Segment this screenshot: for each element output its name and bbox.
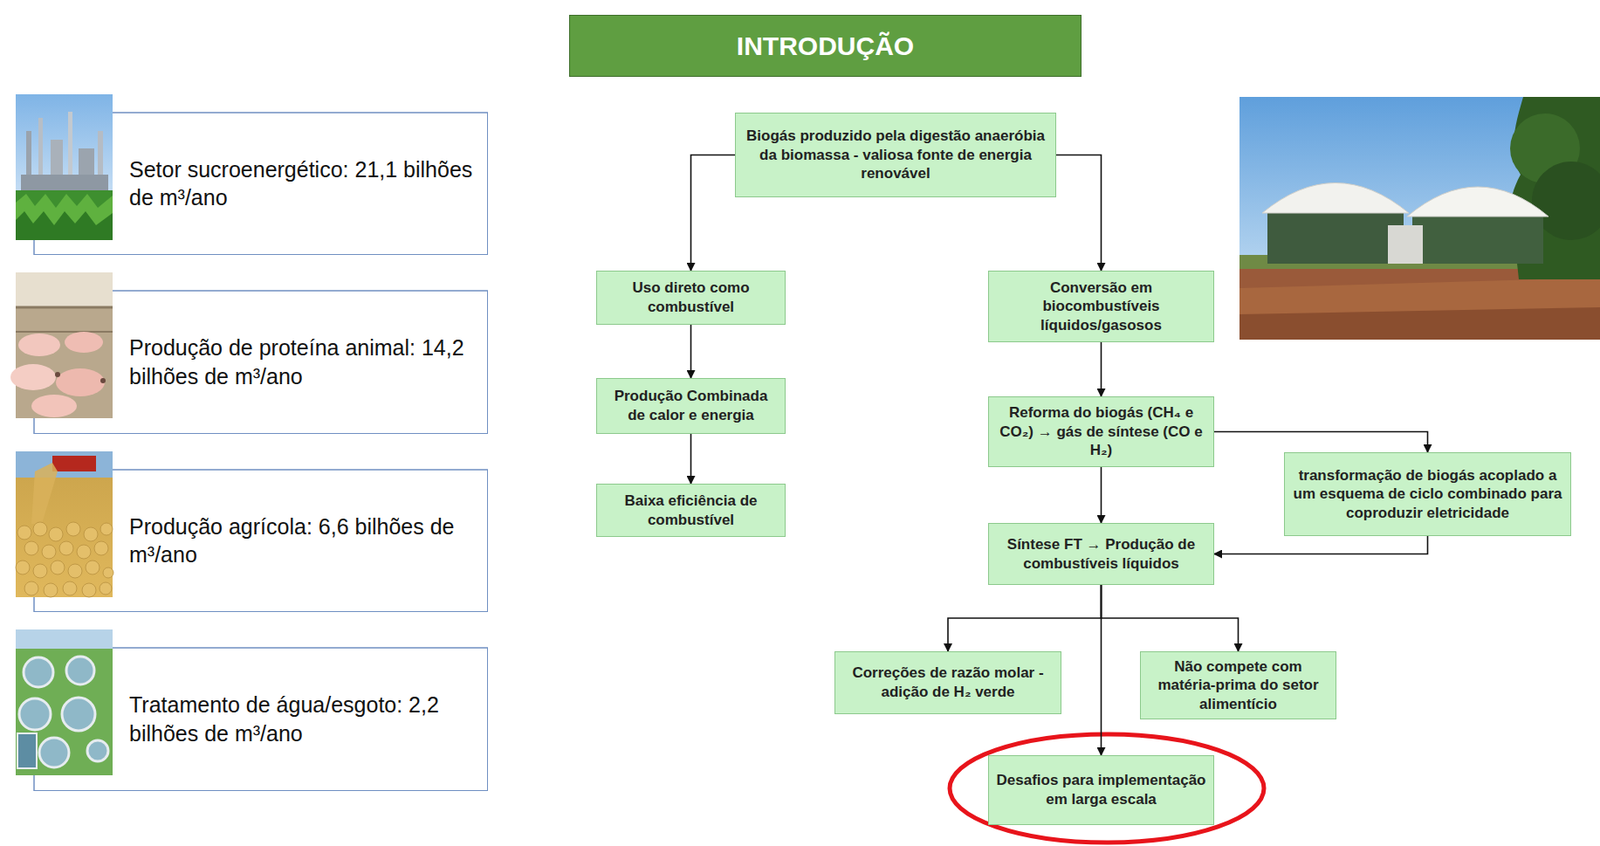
title-text: INTRODUÇÃO [736,31,914,62]
flow-arrow [1214,535,1429,555]
box-text: Uso direto como combustível [604,278,778,316]
title-band: INTRODUÇÃO [569,14,1082,77]
process-box: Uso direto como combustível [596,270,786,325]
process-box: Baixa eficiência de combustível [596,483,786,537]
box-text: Conversão em biocombustíveis líquidos/ga… [995,278,1207,336]
biodigester-photo [1239,96,1600,340]
process-box: Produção Combinada de calor e energia [596,377,786,434]
box-text: Síntese FT → Produção de combustíveis lí… [995,535,1207,573]
box-text: Reforma do biogás (CH₄ e CO₂) → gás de s… [995,403,1207,461]
process-box: Correções de razão molar - adição de H₂ … [834,651,1062,715]
process-box: Biogás produzido pela digestão anaeróbia… [734,112,1057,198]
source-panel: Setor sucroenergético: 21,1 bilhões de m… [34,112,488,255]
process-box: Síntese FT → Produção de combustíveis lí… [988,522,1215,585]
pig-farm-photo [10,272,113,419]
flow-arrow [691,155,736,272]
process-box: Conversão em biocombustíveis líquidos/ga… [988,270,1215,343]
panel-text: Produção agrícola: 6,6 bilhões de m³/ano [129,512,475,570]
soy-harvest-photo [15,451,114,598]
box-text: Baixa eficiência de combustível [604,491,778,529]
panel-text: Setor sucroenergético: 21,1 bilhões de m… [129,155,475,213]
box-text: Biogás produzido pela digestão anaeróbia… [742,126,1049,184]
process-box: Desafios para implementação em larga esc… [988,755,1215,825]
flow-arrow [1214,432,1429,454]
box-text: Não compete com matéria-prima do setor a… [1147,657,1329,715]
refinery-photo [15,94,113,241]
highlight-ellipse [949,734,1264,843]
process-box: transformação de biogás acoplado a um es… [1284,452,1572,536]
flow-arrow [690,324,693,378]
box-text: Correções de razão molar - adição de H₂ … [842,663,1054,701]
panel-text: Tratamento de água/esgoto: 2,2 bilhões d… [129,690,475,748]
flow-arrow [947,584,1102,652]
flow-arrow [1100,584,1103,756]
flow-arrow [1100,466,1103,523]
box-text: Produção Combinada de calor e energia [604,386,778,425]
process-box: Reforma do biogás (CH₄ e CO₂) → gás de s… [988,396,1215,467]
flow-arrow [690,433,693,484]
flow-arrow [1056,155,1102,272]
source-panel: Produção agrícola: 6,6 bilhões de m³/ano [34,469,488,612]
flow-arrow [1100,342,1103,397]
source-panel: Produção de proteína animal: 14,2 bilhõe… [34,290,488,434]
water-treatment-photo [15,629,113,776]
flow-arrow [1101,584,1239,652]
process-box: Não compete com matéria-prima do setor a… [1139,651,1337,720]
box-text: Desafios para implementação em larga esc… [995,770,1207,809]
source-panel: Tratamento de água/esgoto: 2,2 bilhões d… [34,647,488,791]
panel-text: Produção de proteína animal: 14,2 bilhõe… [129,333,475,391]
box-text: transformação de biogás acoplado a um es… [1291,466,1564,523]
